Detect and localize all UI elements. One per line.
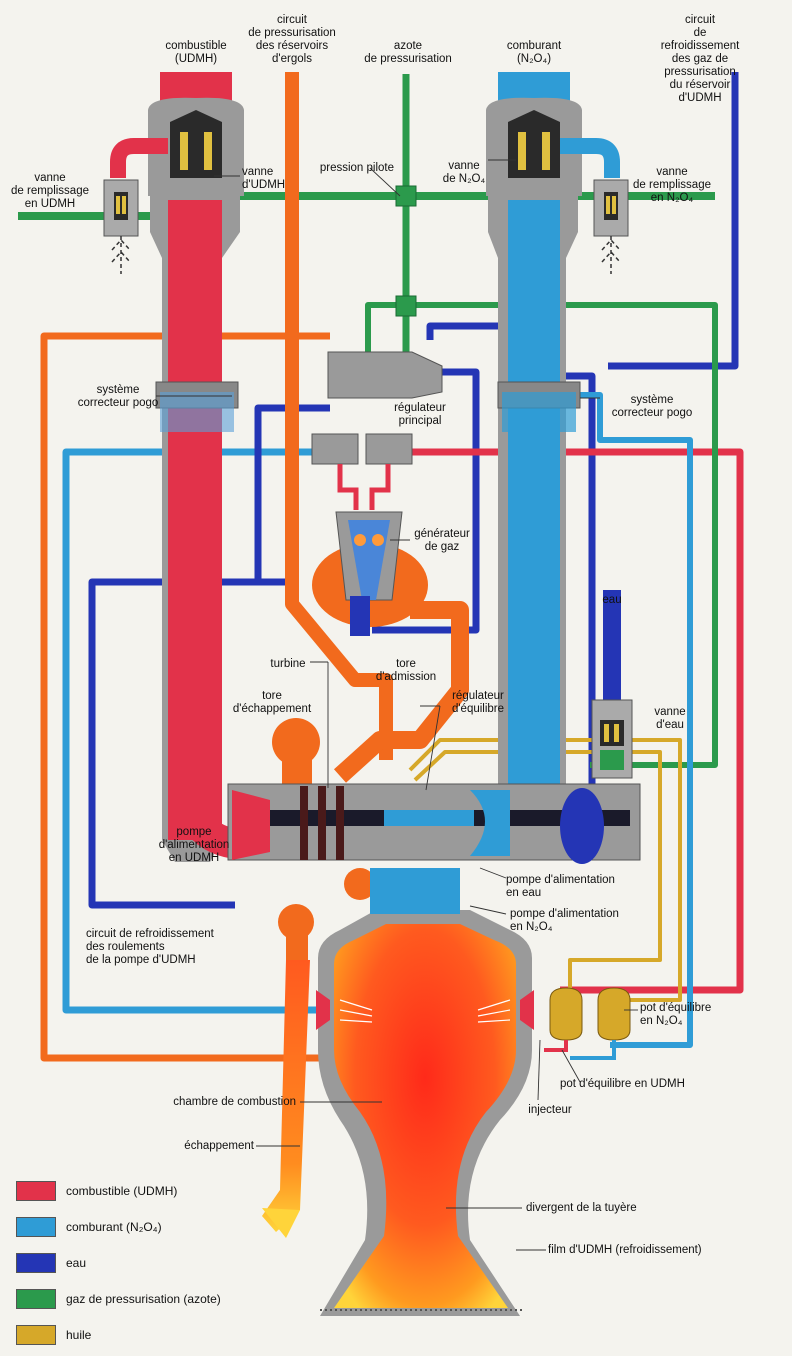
legend-swatch-fuel [16,1181,56,1201]
water-gg-connect [372,368,480,634]
legend-swatch-oxidizer [16,1217,56,1237]
oxidizer-column [486,72,620,830]
combustion-chamber [316,868,534,1316]
label-regulateur-equilibre: régulateur d'équilibre [451,690,505,715]
label-generateur-gaz: générateur de gaz [414,528,470,553]
legend-label-oxidizer: comburant (N₂O₄) [66,1220,162,1234]
oil-line-1 [408,738,682,1002]
label-azote: azote de pressurisation [364,40,452,65]
label-regulateur-principal: régulateur principal [394,402,446,427]
label-injecteur: injecteur [528,1104,572,1116]
leader-lines [156,159,638,1251]
turbopump [227,783,641,864]
label-pompe-udmh: pompe d'alimentation en UDMH [158,826,230,864]
legend-item-fuel: combustible (UDMH) [16,1180,177,1202]
main-regulator [311,351,443,510]
water-upper-left [254,404,330,582]
fill-valve-n2o4 [593,179,629,274]
label-vanne-remplissage-udmh: vanne de remplissage en UDMH [11,172,89,210]
nitrogen-loop-left [365,302,406,355]
tore-admission-pipe [333,601,469,783]
fuel-loop-right [410,448,744,994]
pilot-junction-lower [395,295,417,317]
label-turbine: turbine [270,658,306,670]
legend-label-oil: huile [66,1328,92,1342]
label-film: film d'UDMH (refroidissement) [548,1244,702,1256]
label-divergent: divergent de la tuyère [526,1202,637,1214]
label-circuit-roulements: circuit de refroidissement des roulement… [86,928,214,966]
oxidizer-loop-left [62,448,330,1014]
legend-item-water: eau [16,1252,86,1274]
label-eau: eau [602,594,622,606]
label-circuit-refroid-udmh: circuit de refroidissement des gaz de pr… [660,14,740,104]
label-vanne-remplissage-n2o4: vanne de remplissage en N₂O₄ [633,166,711,204]
pilot-junction [395,185,417,207]
label-chambre: chambre de combustion [173,1096,296,1108]
legend-label-water: eau [66,1256,87,1270]
legend-label-nitrogen: gaz de pressurisation (azote) [66,1292,221,1306]
label-tore-echappement: tore d'échappement [232,690,312,715]
water-valve [591,699,633,779]
gas-generator [312,511,428,636]
balance-pots [544,987,631,1060]
label-pompe-eau: pompe d'alimentation en eau [506,874,615,899]
label-circuit-ergols: circuit de pressurisation des réservoirs… [248,14,336,65]
label-combustible: combustible (UDMH) [165,40,227,65]
legend-item-oil: huile [16,1324,91,1346]
legend-item-nitrogen: gaz de pressurisation (azote) [16,1288,221,1310]
legend-swatch-oil [16,1325,56,1345]
label-vanne-udmh: vanne d'UDMH [242,166,286,191]
oil-line-2 [413,750,662,990]
label-vanne-n2o4: vanne de N₂O₄ [442,160,486,185]
water-cooling-circuit [608,72,739,370]
label-tore-admission: tore d'admission [375,658,437,683]
label-pompe-n2o4: pompe d'alimentation en N₂O₄ [510,908,619,933]
legend-label-fuel: combustible (UDMH) [66,1184,178,1198]
fill-valve-udmh [103,179,139,274]
label-pot-equilibre-udmh: pot d'équilibre en UDMH [560,1078,685,1090]
label-comburant: comburant (N₂O₄) [506,40,562,65]
label-pogo-right: système correcteur pogo [611,394,693,419]
legend-swatch-water [16,1253,56,1273]
label-pression-pilote: pression pilote [319,162,394,174]
label-echappement: échappement [184,1140,254,1152]
ergol-to-turbine [285,592,393,760]
oxidizer-loop-right [575,392,693,1048]
label-pogo-left: système correcteur pogo [77,384,159,409]
legend-swatch-nitrogen [16,1289,56,1309]
label-vanne-eau: vanne d'eau [654,706,686,731]
label-pot-equilibre-n2o4: pot d'équilibre en N₂O₄ [640,1002,712,1027]
fuel-column [110,72,250,862]
legend-item-oxidizer: comburant (N₂O₄) [16,1216,162,1238]
